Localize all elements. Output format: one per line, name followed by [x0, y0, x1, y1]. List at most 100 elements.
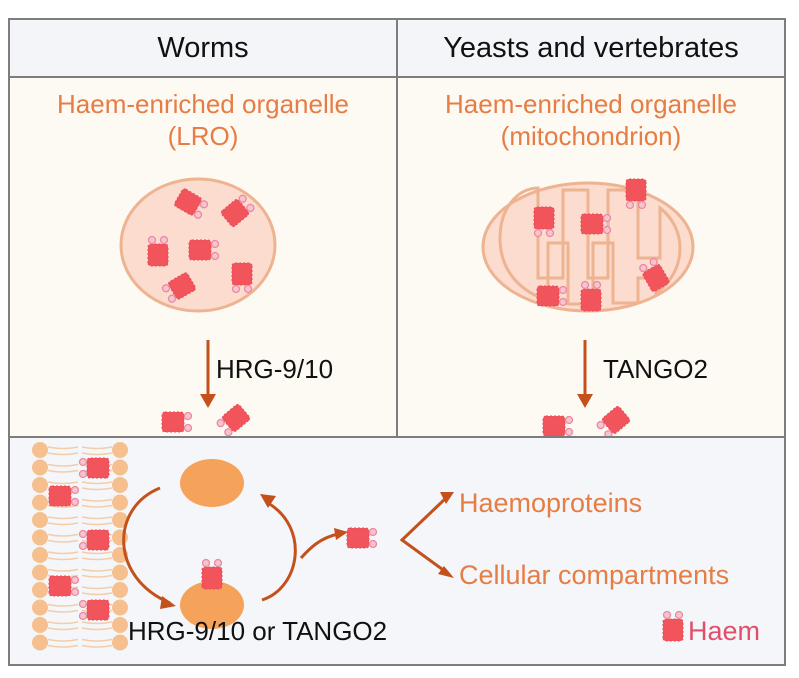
lipid-tail — [47, 481, 79, 485]
lipid-head — [32, 617, 48, 633]
haem-icon — [201, 558, 223, 590]
panel-yeasts-vertebrates: Haem-enriched organelle (mitochondrion) … — [398, 78, 784, 441]
panel-haem-trafficking: Haemoproteins Cellular compartments HRG-… — [10, 436, 784, 664]
lipid-tail — [81, 644, 113, 648]
lipid-tail — [81, 487, 113, 491]
lipid-tail — [81, 504, 113, 508]
lipid-head — [32, 442, 48, 458]
lipid-tail — [47, 446, 79, 450]
lipid-tail — [81, 481, 113, 485]
lipid-head — [112, 599, 128, 616]
lipid-tail — [47, 516, 79, 520]
arrowhead-icon — [260, 494, 276, 508]
lipid-tail — [47, 522, 79, 526]
lipid-tail — [47, 463, 79, 467]
lipid-tail — [81, 621, 113, 625]
lipid-tail — [47, 609, 79, 613]
organelle-name-mitochondrion: (mitochondrion) — [500, 121, 682, 151]
transporter-label-tango2: TANGO2 — [603, 354, 708, 384]
lipid-head — [32, 529, 48, 546]
haem-icon — [346, 527, 378, 549]
organelle-title-line: Haem-enriched organelle — [57, 89, 349, 119]
lipid-tail — [47, 627, 79, 631]
destination-haemoproteins: Haemoproteins — [459, 488, 643, 518]
haem-icon — [78, 599, 110, 621]
lipid-tail — [47, 638, 79, 642]
organelle-title-worms: Haem-enriched organelle (LRO) — [10, 88, 396, 152]
haem-icon — [542, 415, 574, 437]
haem-icon — [48, 575, 80, 597]
figure-frame: Worms Yeasts and vertebrates Haem-enrich… — [8, 18, 786, 666]
arrowhead-icon — [334, 528, 348, 540]
lipid-head — [32, 547, 48, 563]
lipid-tail — [47, 469, 79, 473]
haem-icon — [48, 485, 80, 507]
lipid-tail — [81, 446, 113, 450]
lipid-head — [32, 582, 48, 598]
lipid-head — [112, 634, 128, 651]
haem-icon — [214, 402, 252, 439]
transporter-label-hrg: HRG-9/10 — [216, 354, 334, 384]
arrowhead-icon — [440, 492, 454, 504]
lipid-head — [112, 617, 128, 633]
cycle-arrow-left — [122, 486, 171, 605]
lipid-tail — [81, 586, 113, 590]
transporter-label-bottom: HRG-9/10 or TANGO2 — [128, 616, 388, 646]
header-worms: Worms — [10, 20, 398, 78]
lipid-head — [32, 634, 48, 651]
lipid-head — [32, 494, 48, 511]
mitochondrion-diagram — [481, 178, 695, 441]
organelle-title-line: Haem-enriched organelle — [445, 89, 737, 119]
lipid-tail — [47, 539, 79, 543]
lipid-head — [112, 477, 128, 493]
lipid-tail — [81, 592, 113, 596]
lipid-tail — [81, 568, 113, 572]
lipid-bilayer — [32, 442, 128, 651]
lipid-tail — [81, 551, 113, 555]
haem-icon — [78, 529, 110, 551]
lipid-head — [32, 459, 48, 476]
haem-icon — [78, 457, 110, 479]
lipid-head — [112, 494, 128, 511]
lipid-head — [112, 442, 128, 458]
lipid-tail — [47, 533, 79, 537]
arrowhead-icon — [577, 394, 593, 408]
lipid-tail — [81, 638, 113, 642]
haem-icon — [594, 404, 632, 441]
arrowhead-icon — [438, 566, 454, 578]
lipid-tail — [47, 644, 79, 648]
haem-icon — [161, 411, 193, 433]
organelle-name-lro: (LRO) — [167, 121, 239, 151]
lipid-tail — [81, 627, 113, 631]
lipid-tail — [47, 621, 79, 625]
lipid-head — [32, 512, 48, 528]
branch-arrows — [399, 496, 448, 574]
lipid-tail — [81, 522, 113, 526]
lipid-tail — [47, 568, 79, 572]
cycle-arrow-right — [261, 501, 297, 602]
lipid-tail — [81, 498, 113, 502]
lipid-head — [32, 564, 48, 581]
arrowhead-icon — [160, 596, 176, 609]
lipid-head — [112, 582, 128, 598]
haem-legend-icon — [662, 610, 684, 642]
arrowhead-icon — [200, 394, 216, 408]
transporter-vesicle-empty — [180, 459, 244, 507]
lipid-tail — [81, 452, 113, 456]
panel-worms: Haem-enriched organelle (LRO) — [10, 78, 398, 439]
header-yeasts-vertebrates: Yeasts and vertebrates — [398, 20, 784, 78]
legend-haem-label: Haem — [688, 616, 761, 646]
lipid-tail — [47, 603, 79, 607]
lipid-tail — [81, 557, 113, 561]
lipid-head — [112, 512, 128, 528]
lipid-tail — [47, 452, 79, 456]
trafficking-diagram — [32, 442, 684, 651]
lipid-head — [112, 459, 128, 476]
lipid-head — [32, 477, 48, 493]
lipid-head — [32, 599, 48, 616]
lipid-head — [112, 564, 128, 581]
lipid-tail — [47, 551, 79, 555]
destination-cellular-compartments: Cellular compartments — [459, 560, 730, 590]
organelle-title-yeasts: Haem-enriched organelle (mitochondrion) — [398, 88, 784, 152]
lipid-tail — [81, 574, 113, 578]
